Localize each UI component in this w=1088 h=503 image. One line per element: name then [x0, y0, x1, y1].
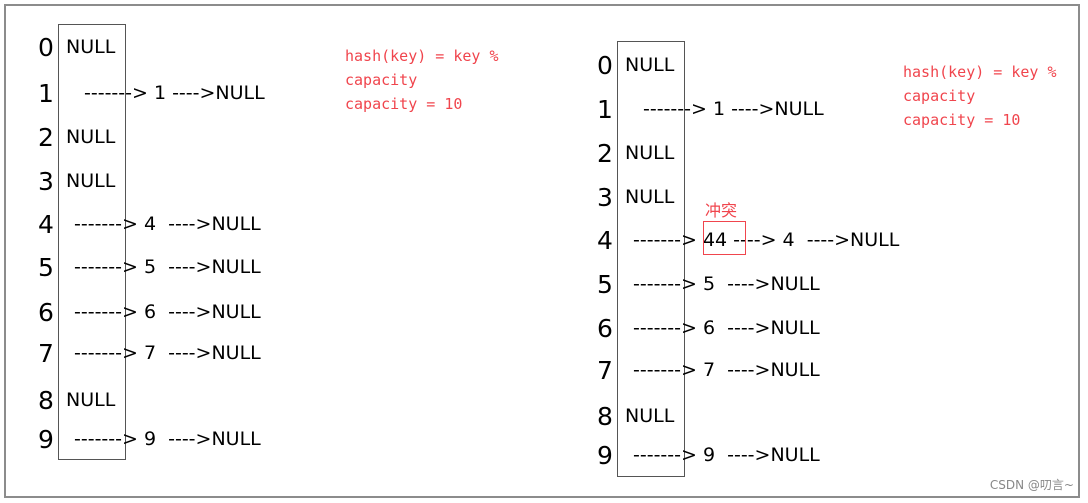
bucket-index: 9 [38, 425, 54, 454]
bucket-index: 5 [597, 270, 613, 299]
bucket-index: 1 [597, 95, 613, 124]
bucket-cell-null: NULL [66, 389, 116, 411]
bucket-chain: -------> 1 ---->NULL [84, 82, 265, 104]
bucket-cell-null: NULL [625, 186, 675, 208]
bucket-cell-null: NULL [625, 54, 675, 76]
bucket-chain: -------> 5 ---->NULL [74, 256, 261, 278]
bucket-index: 8 [38, 386, 54, 415]
bucket-index: 2 [597, 139, 613, 168]
bucket-index: 9 [597, 441, 613, 470]
bucket-index: 6 [38, 298, 54, 327]
left-hash-formula-note: hash(key) = key % capacity capacity = 10 [345, 47, 499, 113]
bucket-index: 0 [597, 51, 613, 80]
watermark: CSDN @叨言~ [989, 478, 1074, 492]
bucket-index: 3 [38, 167, 54, 196]
bucket-chain: -------> 1 ---->NULL [643, 98, 824, 120]
right-hash-formula-note: hash(key) = key % capacity capacity = 10 [903, 63, 1057, 129]
bucket-cell-null: NULL [66, 170, 116, 192]
bucket-index: 0 [38, 33, 54, 62]
bucket-chain: -------> 7 ---->NULL [633, 359, 820, 381]
bucket-index: 2 [38, 123, 54, 152]
bucket-index: 3 [597, 183, 613, 212]
bucket-index: 5 [38, 253, 54, 282]
bucket-array-box [58, 24, 126, 460]
bucket-chain: -------> 9 ---->NULL [74, 428, 261, 450]
bucket-chain: -------> 7 ---->NULL [74, 342, 261, 364]
bucket-index: 7 [38, 339, 54, 368]
bucket-index: 8 [597, 402, 613, 431]
conflict-label: 冲突 [705, 201, 738, 220]
bucket-chain: -------> 6 ---->NULL [74, 301, 261, 323]
bucket-index: 6 [597, 314, 613, 343]
bucket-index: 7 [597, 356, 613, 385]
bucket-cell-null: NULL [625, 142, 675, 164]
bucket-index: 4 [38, 210, 54, 239]
bucket-chain: -------> 6 ---->NULL [633, 317, 820, 339]
bucket-chain: -------> 9 ---->NULL [633, 444, 820, 466]
diagram-frame [4, 4, 1080, 498]
bucket-cell-null: NULL [66, 36, 116, 58]
conflict-highlight-box [703, 221, 746, 255]
bucket-chain: -------> 44 ----> 4 ---->NULL [633, 229, 900, 251]
bucket-array-box [617, 41, 685, 477]
bucket-cell-null: NULL [625, 405, 675, 427]
bucket-chain: -------> 5 ---->NULL [633, 273, 820, 295]
bucket-index: 4 [597, 226, 613, 255]
bucket-cell-null: NULL [66, 126, 116, 148]
bucket-chain: -------> 4 ---->NULL [74, 213, 261, 235]
bucket-index: 1 [38, 79, 54, 108]
